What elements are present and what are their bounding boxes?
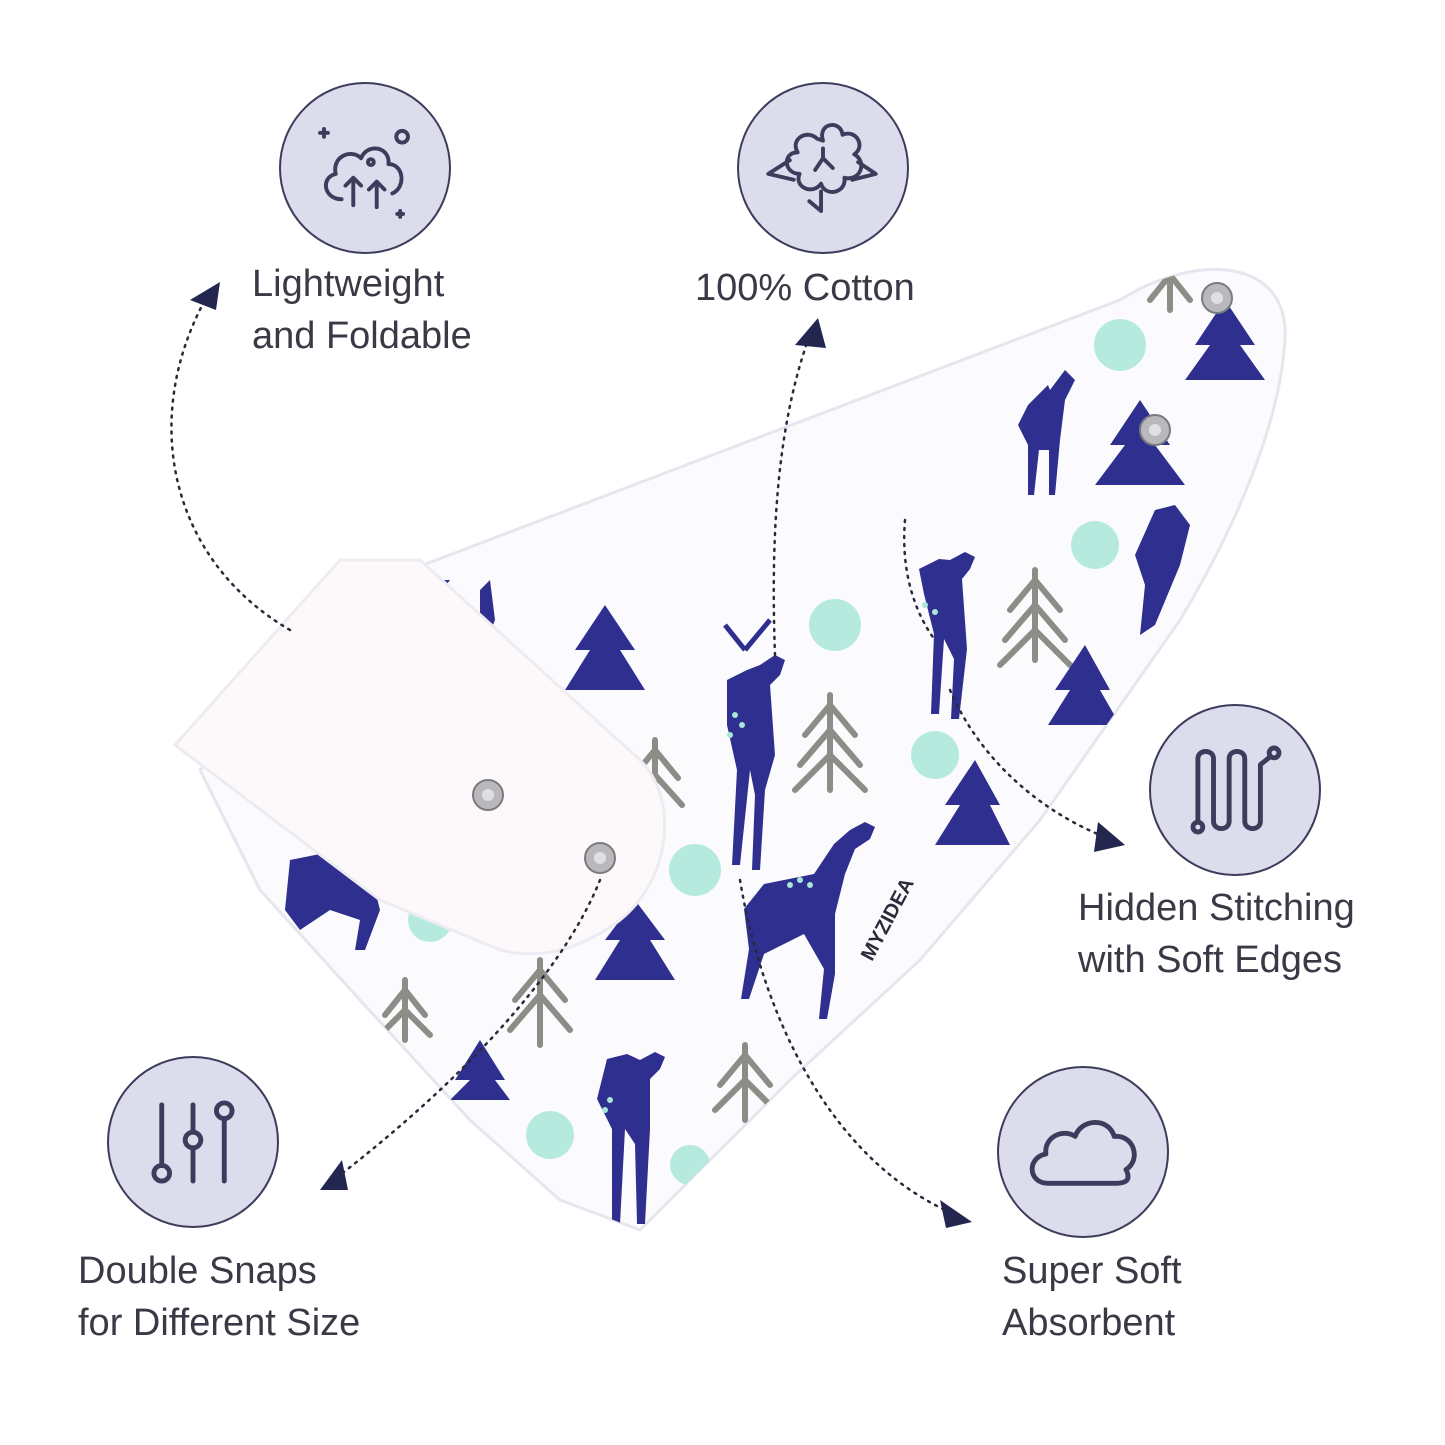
sliders-icon	[107, 1056, 279, 1228]
snaps-line1: Double Snaps	[78, 1250, 317, 1292]
cotton-line1: 100% Cotton	[695, 267, 915, 309]
soft-line2: Absorbent	[1002, 1302, 1176, 1344]
soft-line1: Super Soft	[1002, 1250, 1182, 1292]
lightweight-line1: Lightweight	[252, 263, 445, 305]
stitching-label: Hidden Stitching with Soft Edges	[1078, 882, 1355, 986]
lightweight-label: Lightweight and Foldable	[252, 258, 472, 362]
stitching-line1: Hidden Stitching	[1078, 887, 1355, 929]
stitch-zigzag-icon	[1149, 704, 1321, 876]
snap-buttons	[472, 282, 1233, 874]
cotton-label: 100% Cotton	[695, 262, 915, 314]
soft-label: Super Soft Absorbent	[1002, 1245, 1182, 1349]
cotton-flower-icon	[737, 82, 909, 254]
snaps-label: Double Snaps for Different Size	[78, 1245, 360, 1349]
cloud-icon	[997, 1066, 1169, 1238]
lightweight-line2: and Foldable	[252, 315, 472, 357]
cloud-arrows-icon	[279, 82, 451, 254]
arrowheads	[190, 282, 1125, 1228]
pointer-lines	[170, 298, 1102, 1212]
stitching-line2: with Soft Edges	[1078, 939, 1343, 981]
bib-fleece-strap	[172, 558, 667, 956]
snaps-line2: for Different Size	[78, 1302, 361, 1344]
